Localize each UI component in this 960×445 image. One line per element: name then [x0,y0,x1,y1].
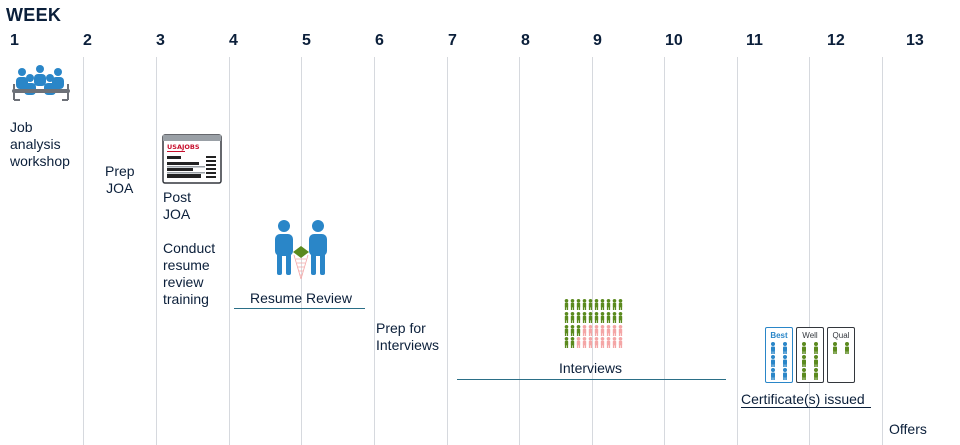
week-1-label: 1 [10,32,19,49]
interviews-label: Interviews [559,360,623,376]
week-divider [229,57,230,445]
certificate-best-card: Best [765,327,793,383]
week-12-label: 12 [827,32,845,49]
week-divider [882,57,883,445]
week-divider [664,57,665,445]
certificate-well-card: Well [796,327,824,383]
week-divider [519,57,520,445]
qualified-candidates-icon [833,342,849,354]
offers-label: Offers [889,421,927,437]
week-2-label: 2 [83,32,92,49]
best-candidates-icon [771,342,787,380]
week-divider [374,57,375,445]
week-9-label: 9 [593,32,602,49]
week-7-label: 7 [448,32,457,49]
week-divider [83,57,84,445]
certificates-issued-label: Certificate(s) issued [741,391,865,407]
usajobs-posting-icon: USAJOBS [162,134,222,184]
week-11-label: 11 [746,32,763,49]
chart-title: WEEK [6,5,62,25]
resume-reviewers-icon [275,220,327,280]
prep-joa-label: Prep JOA [105,163,135,196]
interviews-bar [457,379,726,380]
certificate-qual-card: Qual [827,327,855,383]
workshop-meeting-icon [12,65,70,101]
well-qualified-candidates-icon [802,342,818,380]
week-8-label: 8 [521,32,530,49]
week-divider [809,57,810,445]
week-divider [156,57,157,445]
prep-interviews-label: Prep for Interviews [376,320,440,353]
conduct-training-label: Conduct resume review training [163,240,216,307]
week-divider [447,57,448,445]
week-divider [592,57,593,445]
post-joa-label: Post JOA [163,189,192,222]
certificates-underline [741,407,871,408]
usajobs-logo-text: USAJOBS [167,143,200,151]
week-4-label: 4 [229,32,238,49]
certificate-best-label: Best [770,331,788,340]
resume-review-bar [234,308,365,309]
week-3-label: 3 [156,32,165,49]
certificate-well-label: Well [802,331,818,340]
candidate-pool-icon [564,299,623,348]
week-6-label: 6 [375,32,384,49]
week-5-label: 5 [302,32,311,49]
week-10-label: 10 [665,32,683,49]
certificate-qual-label: Qual [832,331,850,340]
week-13-label: 13 [906,32,924,49]
job-analysis-workshop-label: Job analysis workshop [10,119,70,169]
resume-review-label: Resume Review [250,290,352,306]
week-divider [737,57,738,445]
